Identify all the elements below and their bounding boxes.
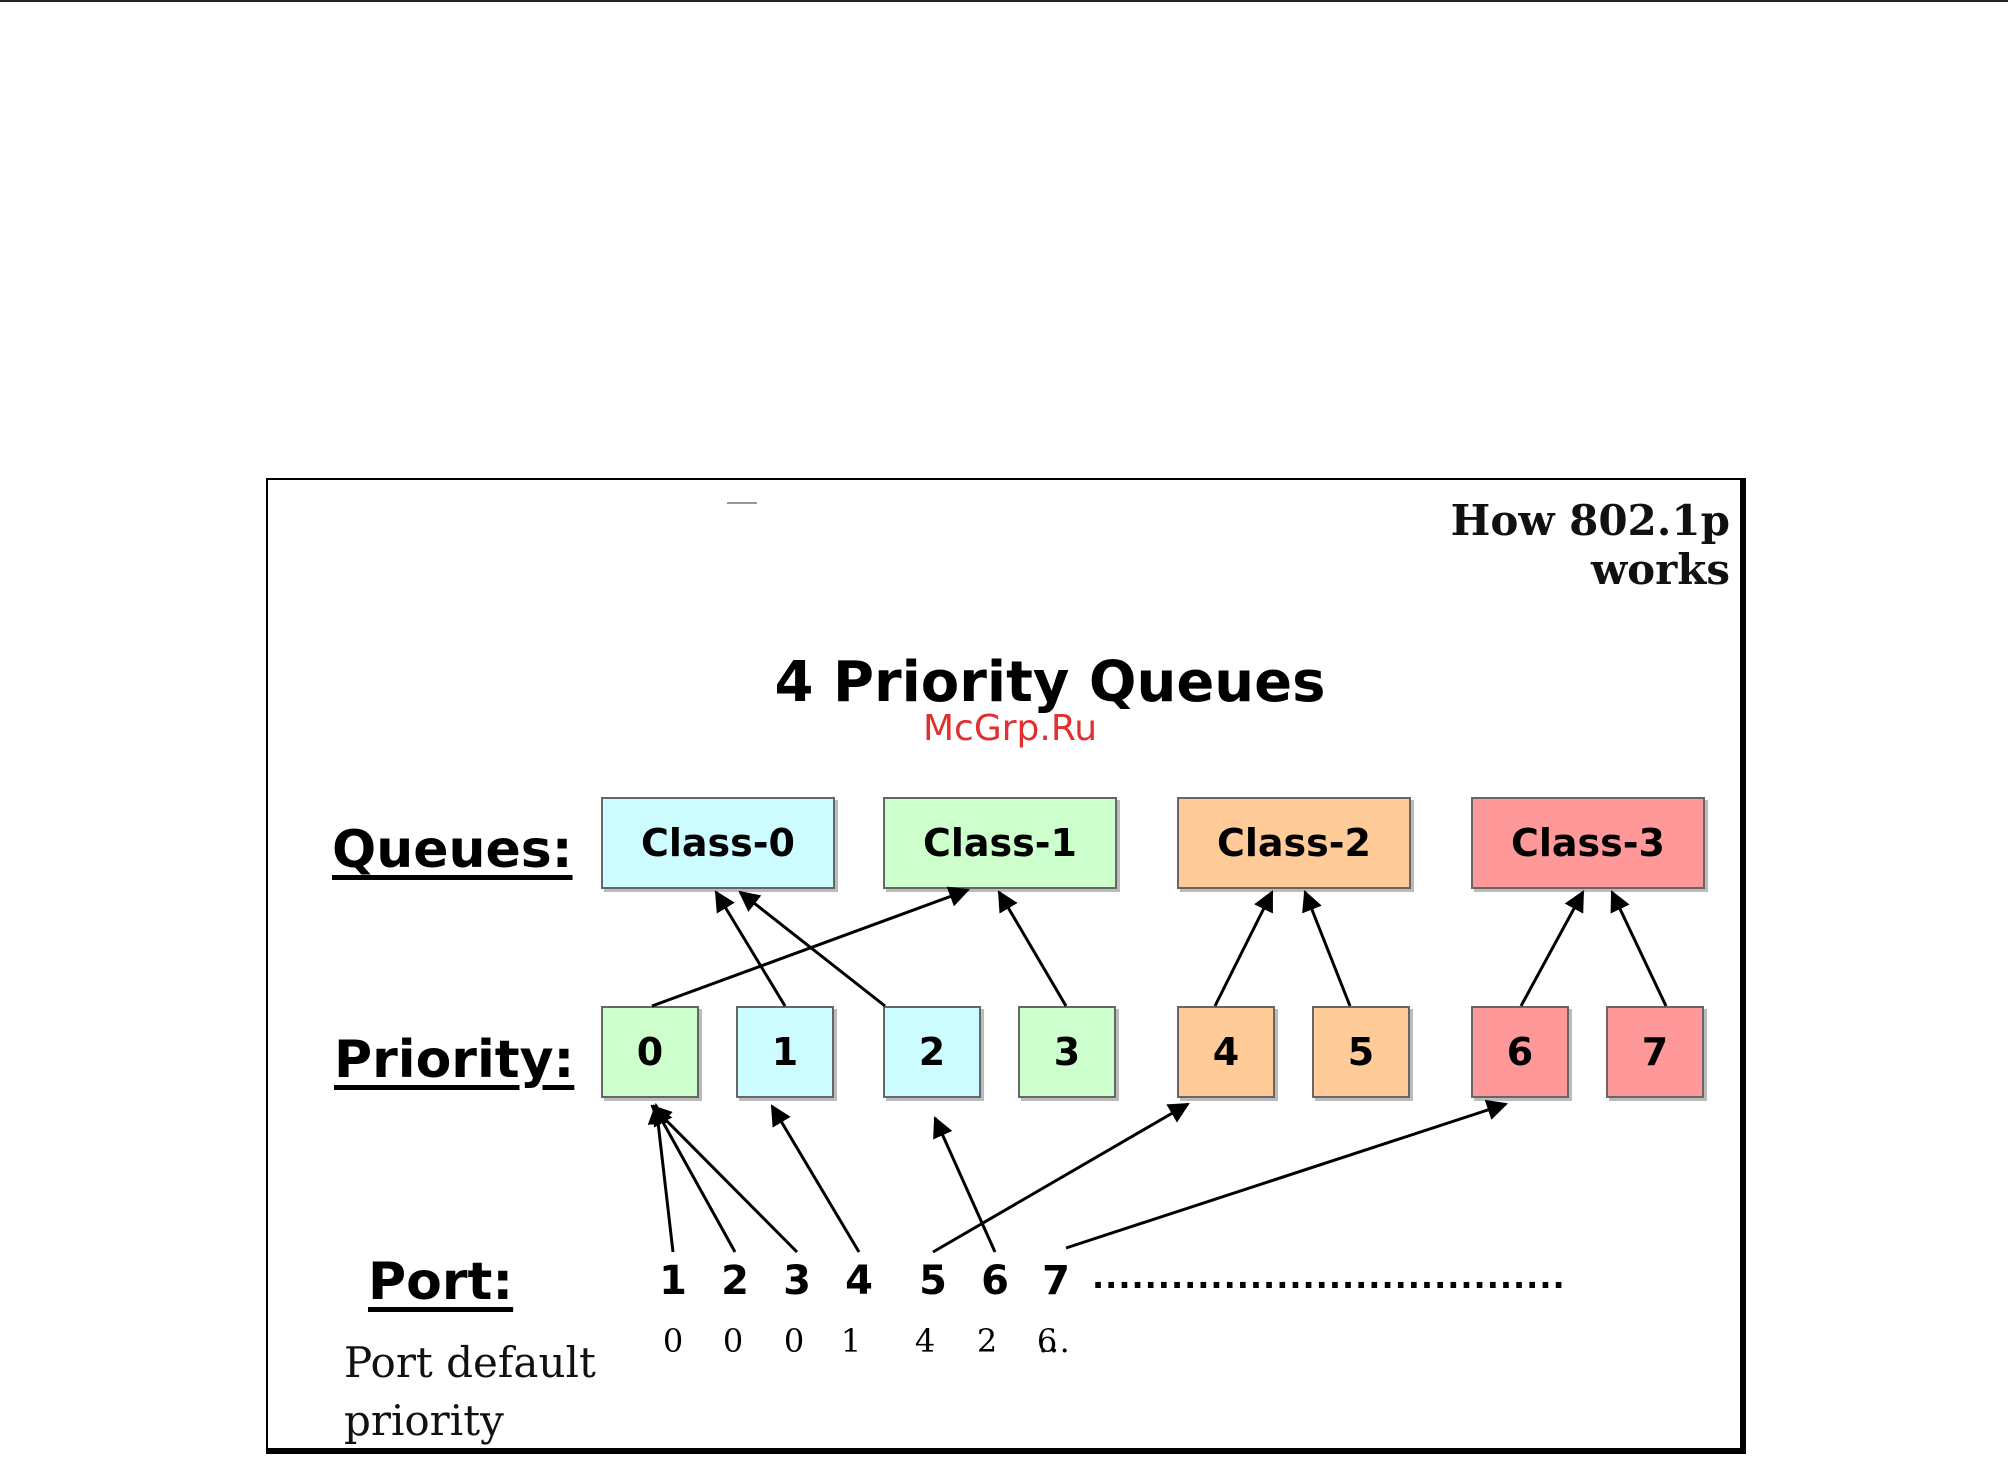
arrow-port-4-to-priority-1 bbox=[772, 1106, 859, 1252]
arrow-priority-5-to-class-2 bbox=[1305, 892, 1350, 1006]
arrow-port-5-to-priority-4 bbox=[933, 1104, 1188, 1252]
arrow-priority-4-to-class-2 bbox=[1215, 892, 1272, 1006]
arrow-priority-2-to-class-0 bbox=[740, 892, 885, 1006]
arrow-port-7-to-priority-6 bbox=[1066, 1104, 1506, 1248]
arrow-priority-6-to-class-3 bbox=[1521, 892, 1583, 1006]
arrow-priority-3-to-class-1 bbox=[999, 892, 1066, 1006]
arrow-priority-1-to-class-0 bbox=[716, 892, 785, 1006]
arrow-priority-7-to-class-3 bbox=[1612, 892, 1666, 1006]
